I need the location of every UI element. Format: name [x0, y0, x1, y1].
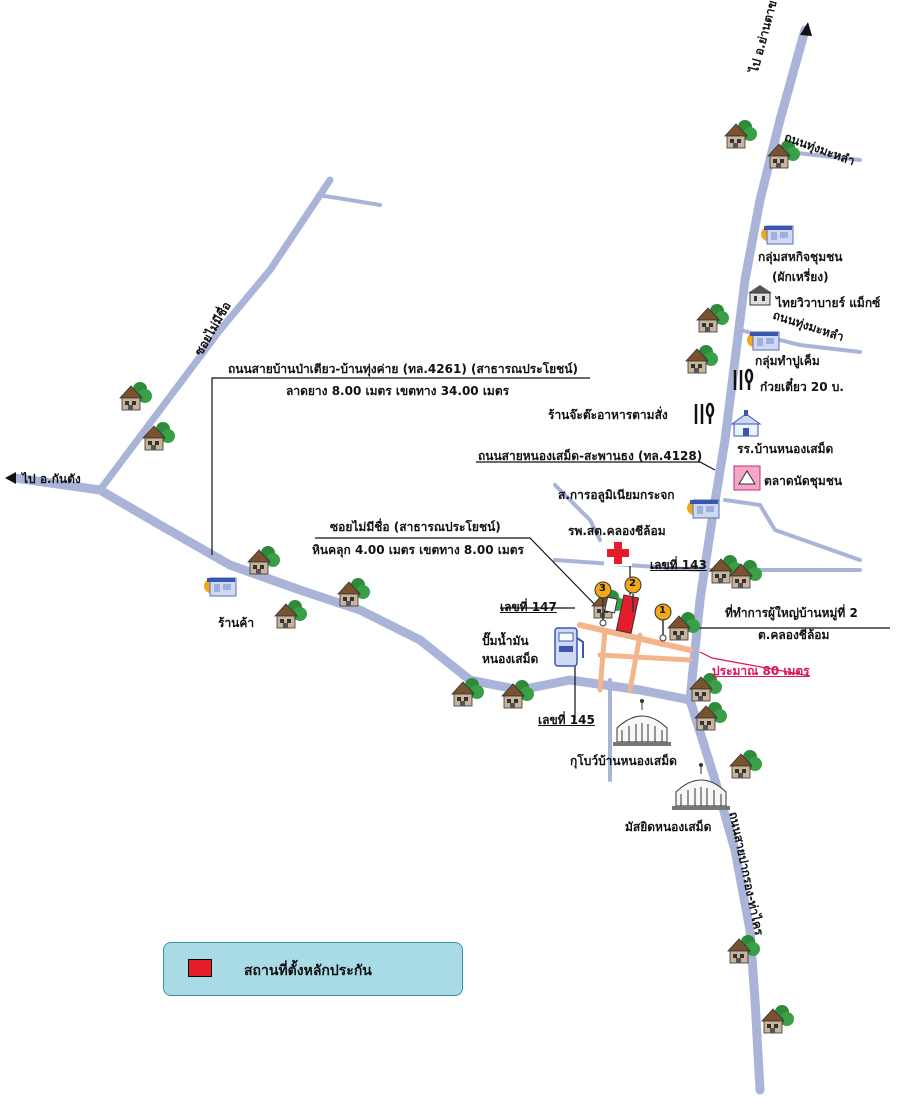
- label-market: ตลาดนัดชุมชน: [764, 474, 843, 488]
- shop-icon: [203, 577, 237, 597]
- legend-label: สถานที่ตั้งหลักประกัน: [244, 963, 372, 979]
- marker-1: 1: [659, 605, 666, 616]
- road-north-south: [685, 25, 810, 1095]
- label-school: รร.บ้านหนองเสม็ด: [737, 442, 834, 456]
- label-village-office: ที่ทำการผู้ใหญ่บ้านหมู่ที่ 2: [725, 606, 858, 620]
- leader-lines: [211, 377, 890, 720]
- label-no143: เลขที่ 143: [650, 558, 707, 572]
- label-gas-station-name: หนองเสม็ด: [482, 652, 539, 666]
- house-icon: [274, 599, 308, 629]
- school-icon: [730, 410, 762, 437]
- label-restaurant: ร้านจ๊ะต๊ะอาหารตามสั่ง: [548, 408, 668, 422]
- marker-2: 2: [629, 578, 636, 589]
- label-shop: ร้านค้า: [218, 616, 255, 630]
- label-hospital: รพ.สต.คลองชีล้อม: [568, 524, 666, 538]
- label-kubo: กุโบว์บ้านหนองเสม็ด: [570, 754, 677, 768]
- location-pin-icon: [594, 576, 672, 621]
- hospital-cross-icon: [604, 540, 632, 566]
- label-road-4128: ถนนสายหนองเสม็ด-สะพานธง (ทล.4128): [478, 449, 703, 463]
- soi-property-vertical-1: [597, 627, 608, 693]
- shop-icon: [760, 225, 794, 245]
- label-subdistrict: ต.คลองชีล้อม: [758, 628, 830, 642]
- marker-3: 3: [599, 583, 606, 594]
- label-community-group-sub: (ผักเหรี่ยง): [772, 270, 829, 284]
- house-icon: [685, 344, 719, 374]
- dome-icon: [612, 698, 672, 747]
- arrow-north-icon: [800, 22, 812, 36]
- label-crab-group: กลุ่มทำปูเค็ม: [755, 354, 820, 368]
- distance-leader: [699, 651, 811, 677]
- label-road-4261-spec: ลาดยาง 8.00 เมตร เขตทาง 34.00 เมตร: [286, 384, 510, 398]
- label-road-4261-title: ถนนสายบ้านป่าเตียว-บ้านทุ่งค่าย (ทล.4261…: [228, 362, 578, 376]
- label-soi-public-title: ซอยไม่มีชื่อ (สาธารณประโยชน์): [330, 520, 501, 534]
- houses: [119, 119, 801, 1034]
- label-soi-public-spec: หินคลุก 4.00 เมตร เขตทาง 8.00 เมตร: [312, 543, 524, 557]
- road-aluminium: [553, 483, 602, 542]
- label-no147: เลขที่ 147: [500, 600, 557, 614]
- label-aluminium: ส.การอลูมิเนียมกระจก: [558, 488, 675, 502]
- label-no145: เลขที่ 145: [538, 713, 595, 727]
- label-community-group: กลุ่มสหกิจชุมชน: [758, 250, 843, 264]
- restaurant-icon: [733, 368, 754, 390]
- house-icon: [247, 545, 281, 575]
- house-icon: [729, 749, 763, 779]
- building-icon: [748, 285, 772, 306]
- soi-property-lower: [597, 652, 693, 663]
- house-icon: [337, 577, 371, 607]
- soi-property-horizontal: [577, 622, 693, 653]
- road-market: [723, 498, 862, 562]
- restaurant-icon: [694, 402, 715, 424]
- soi-northwest-branch: [316, 193, 382, 207]
- soi-northwest: [96, 176, 334, 494]
- map-legend: สถานที่ตั้งหลักประกัน: [163, 942, 463, 996]
- label-noodle: ก๋วยเตี๋ยว 20 บ.: [760, 380, 844, 394]
- shop-icon: [746, 331, 780, 351]
- house-icon: [696, 303, 730, 333]
- legend-swatch: [188, 959, 212, 977]
- arrow-west-icon: [5, 472, 16, 484]
- house-icon: [761, 1004, 795, 1034]
- gas-station-icon: [554, 627, 584, 667]
- label-gas-station: ปั๊มน้ำมัน: [482, 634, 529, 648]
- market-icon: [733, 465, 761, 491]
- house-icon: [119, 381, 153, 411]
- road-4261: [10, 473, 695, 705]
- label-to-kanthang: ไป อ.กันตัง: [22, 472, 81, 486]
- house-icon: [724, 119, 758, 149]
- label-distance: ประมาณ 80 เมตร: [712, 664, 810, 678]
- house-icon: [694, 701, 728, 731]
- soi-property-vertical-2: [627, 632, 643, 693]
- road-hospital: [553, 558, 862, 572]
- property-site: [599, 594, 667, 642]
- label-mosque: มัสยิดหนองเสม็ด: [625, 820, 712, 834]
- label-thai-wiwa: ไทยวิวาบายร์ แม็กซ์: [776, 296, 881, 310]
- shop-icon: [686, 499, 720, 519]
